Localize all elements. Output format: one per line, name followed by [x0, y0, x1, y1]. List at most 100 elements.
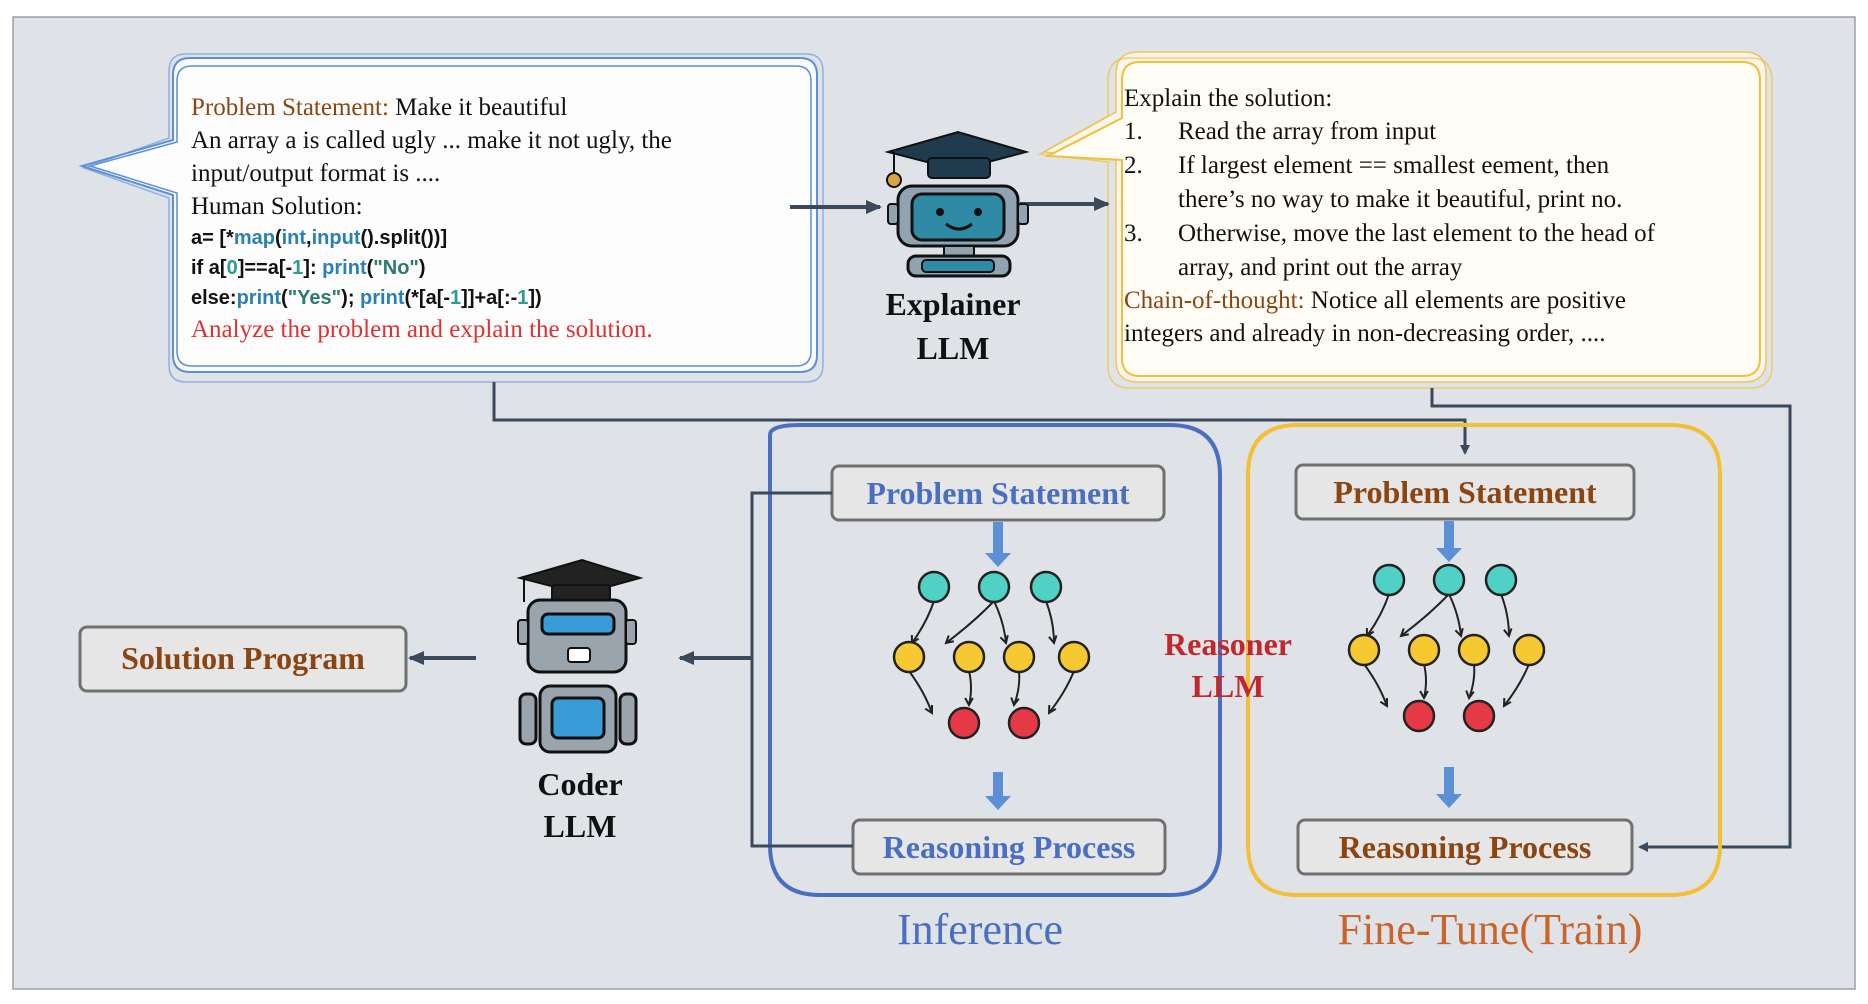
finetune-graph-edge — [1400, 593, 1450, 637]
code-keyword: print — [236, 287, 282, 309]
inference-graph-edge — [1045, 600, 1055, 644]
finetune-problem-box-frame — [1294, 463, 1636, 521]
explain-item-3-line2: array, and print out the array — [1178, 254, 1463, 281]
inference-graph-edge — [908, 670, 933, 714]
finetune-graph-node-teal — [1372, 563, 1406, 597]
problem-desc-line2: input/output format is .... — [191, 160, 441, 187]
inference-graph-node-teal — [977, 570, 1011, 604]
code-text: ().split())] — [360, 227, 448, 249]
cot-line1: Chain-of-thought: Notice all elements ar… — [1124, 288, 1626, 313]
finetune-graph-edge-head — [1502, 697, 1512, 708]
explain-item-1-num: 1. — [1124, 118, 1143, 145]
finetune-graph-edge — [1366, 593, 1390, 637]
finetune-graph-edge — [1500, 593, 1510, 637]
finetune-graph-edge-head — [1399, 628, 1410, 638]
connector-left-bubble — [492, 382, 1470, 455]
code-line-1: a= [*map(int,input().split())] — [191, 228, 447, 248]
inference-problem-statement: Problem Statement — [866, 475, 1130, 511]
analyze-instruction: Analyze the problem and explain the solu… — [191, 316, 653, 343]
code-keyword: input — [311, 227, 361, 249]
code-number: 1 — [517, 287, 529, 309]
explain-item-2-line2: there’s no way to make it beautiful, pri… — [1178, 186, 1623, 213]
code-number: 1 — [292, 257, 304, 279]
explain-item-3-num: 3. — [1124, 220, 1143, 247]
finetune-graph-node-red — [1402, 699, 1436, 733]
finetune-caption: Fine-Tune(Train) — [1337, 905, 1643, 954]
code-text: ( — [274, 227, 282, 249]
code-text: ) — [418, 257, 426, 279]
finetune-graph-node-yellow — [1457, 633, 1491, 667]
code-text: (*[a[- — [404, 287, 451, 309]
finetune-graph-node-teal — [1432, 563, 1466, 597]
finetune-graph-edge — [1363, 663, 1388, 707]
inference-graph-edge-head — [999, 634, 1009, 646]
code-line-2: if a[0]==a[-1]: print("No") — [191, 258, 426, 278]
inference-graph-edge — [1048, 670, 1075, 714]
finetune-graph-node-yellow — [1407, 633, 1441, 667]
explainer-robot-icon — [884, 130, 1030, 278]
code-keyword: int — [281, 227, 307, 249]
inference-arrow-top-head — [985, 553, 1011, 567]
code-text: a= [* — [191, 227, 234, 249]
inference-arrow-bottom-shaft — [993, 772, 1003, 798]
finetune-graph-edge — [1448, 593, 1462, 637]
explain-item-2-line1: If largest element == smallest eement, t… — [1178, 152, 1610, 179]
cot-text: Notice all elements are positive — [1304, 287, 1626, 314]
finetune-region — [1246, 423, 1722, 897]
solution-program-box-frame — [78, 625, 408, 693]
code-text: ]==a[- — [237, 257, 293, 279]
code-keyword: print — [360, 287, 405, 309]
finetune-arrow-top-shaft — [1444, 521, 1454, 550]
problem-statement-label: Problem Statement: — [191, 94, 389, 121]
code-string: "No" — [373, 257, 419, 279]
finetune-graph-node-yellow — [1347, 633, 1381, 667]
finetune-problem-statement: Problem Statement — [1333, 474, 1597, 510]
inference-graph-node-yellow — [952, 640, 986, 674]
inference-bracket — [750, 491, 853, 848]
coder-robot-icon — [516, 558, 644, 754]
inference-graph-edge — [993, 600, 1007, 644]
inference-graph-node-yellow — [1002, 640, 1036, 674]
cot-label: Chain-of-thought: — [1124, 287, 1305, 314]
code-number: 1 — [450, 287, 462, 309]
reasoner-label-line2: LLM — [1191, 668, 1265, 704]
code-text: if a[ — [191, 257, 227, 279]
code-text: ]) — [528, 287, 542, 309]
code-text: ( — [281, 287, 288, 309]
reasoner-label-line1: Reasoner — [1164, 626, 1292, 662]
finetune-graph-node-teal — [1484, 563, 1518, 597]
problem-title: Make it beautiful — [388, 94, 568, 121]
inference-graph-node-red — [1007, 706, 1041, 740]
right-speech-bubble — [1037, 51, 1773, 389]
finetune-graph-edge — [1503, 663, 1530, 707]
inference-reasoning-process: Reasoning Process — [882, 829, 1136, 865]
code-text: ]: — [303, 257, 323, 279]
inference-graph-node-teal — [917, 570, 951, 604]
code-line-3: else:print("Yes"); print(*[a[-1]]+a[:-1]… — [191, 288, 542, 308]
connector-right-bubble — [1430, 388, 1792, 852]
inference-graph-edge — [911, 600, 935, 644]
inference-graph-edge-head — [924, 704, 934, 715]
inference-graph-node-yellow — [892, 640, 926, 674]
finetune-arrow-bottom-shaft — [1444, 767, 1454, 796]
reasoning-graphs — [892, 521, 1546, 810]
finetune-graph-edge-head — [1419, 690, 1429, 701]
explainer-label-line2: LLM — [916, 330, 990, 366]
inference-graph-edge-head — [964, 697, 974, 708]
finetune-arrow-top-head — [1436, 548, 1462, 562]
explain-item-1-line1: Read the array from input — [1178, 118, 1437, 145]
finetune-graph-edge-head — [1379, 697, 1389, 708]
finetune-graph-edge-head — [1503, 628, 1513, 639]
code-text: ( — [366, 257, 374, 279]
finetune-graph-node-yellow — [1512, 633, 1546, 667]
problem-desc-line1: An array a is called ugly ... make it no… — [191, 127, 672, 154]
explain-header: Explain the solution: — [1124, 85, 1333, 112]
cot-line2: integers and already in non-decreasing o… — [1124, 320, 1606, 347]
finetune-arrow-bottom-head — [1436, 794, 1462, 808]
inference-graph-edge — [945, 600, 995, 644]
inference-region — [768, 423, 1222, 897]
inference-arrow-top-shaft — [993, 522, 1003, 555]
explainer-label-line1: Explainer — [885, 286, 1021, 322]
finetune-graph-node-red — [1462, 699, 1496, 733]
